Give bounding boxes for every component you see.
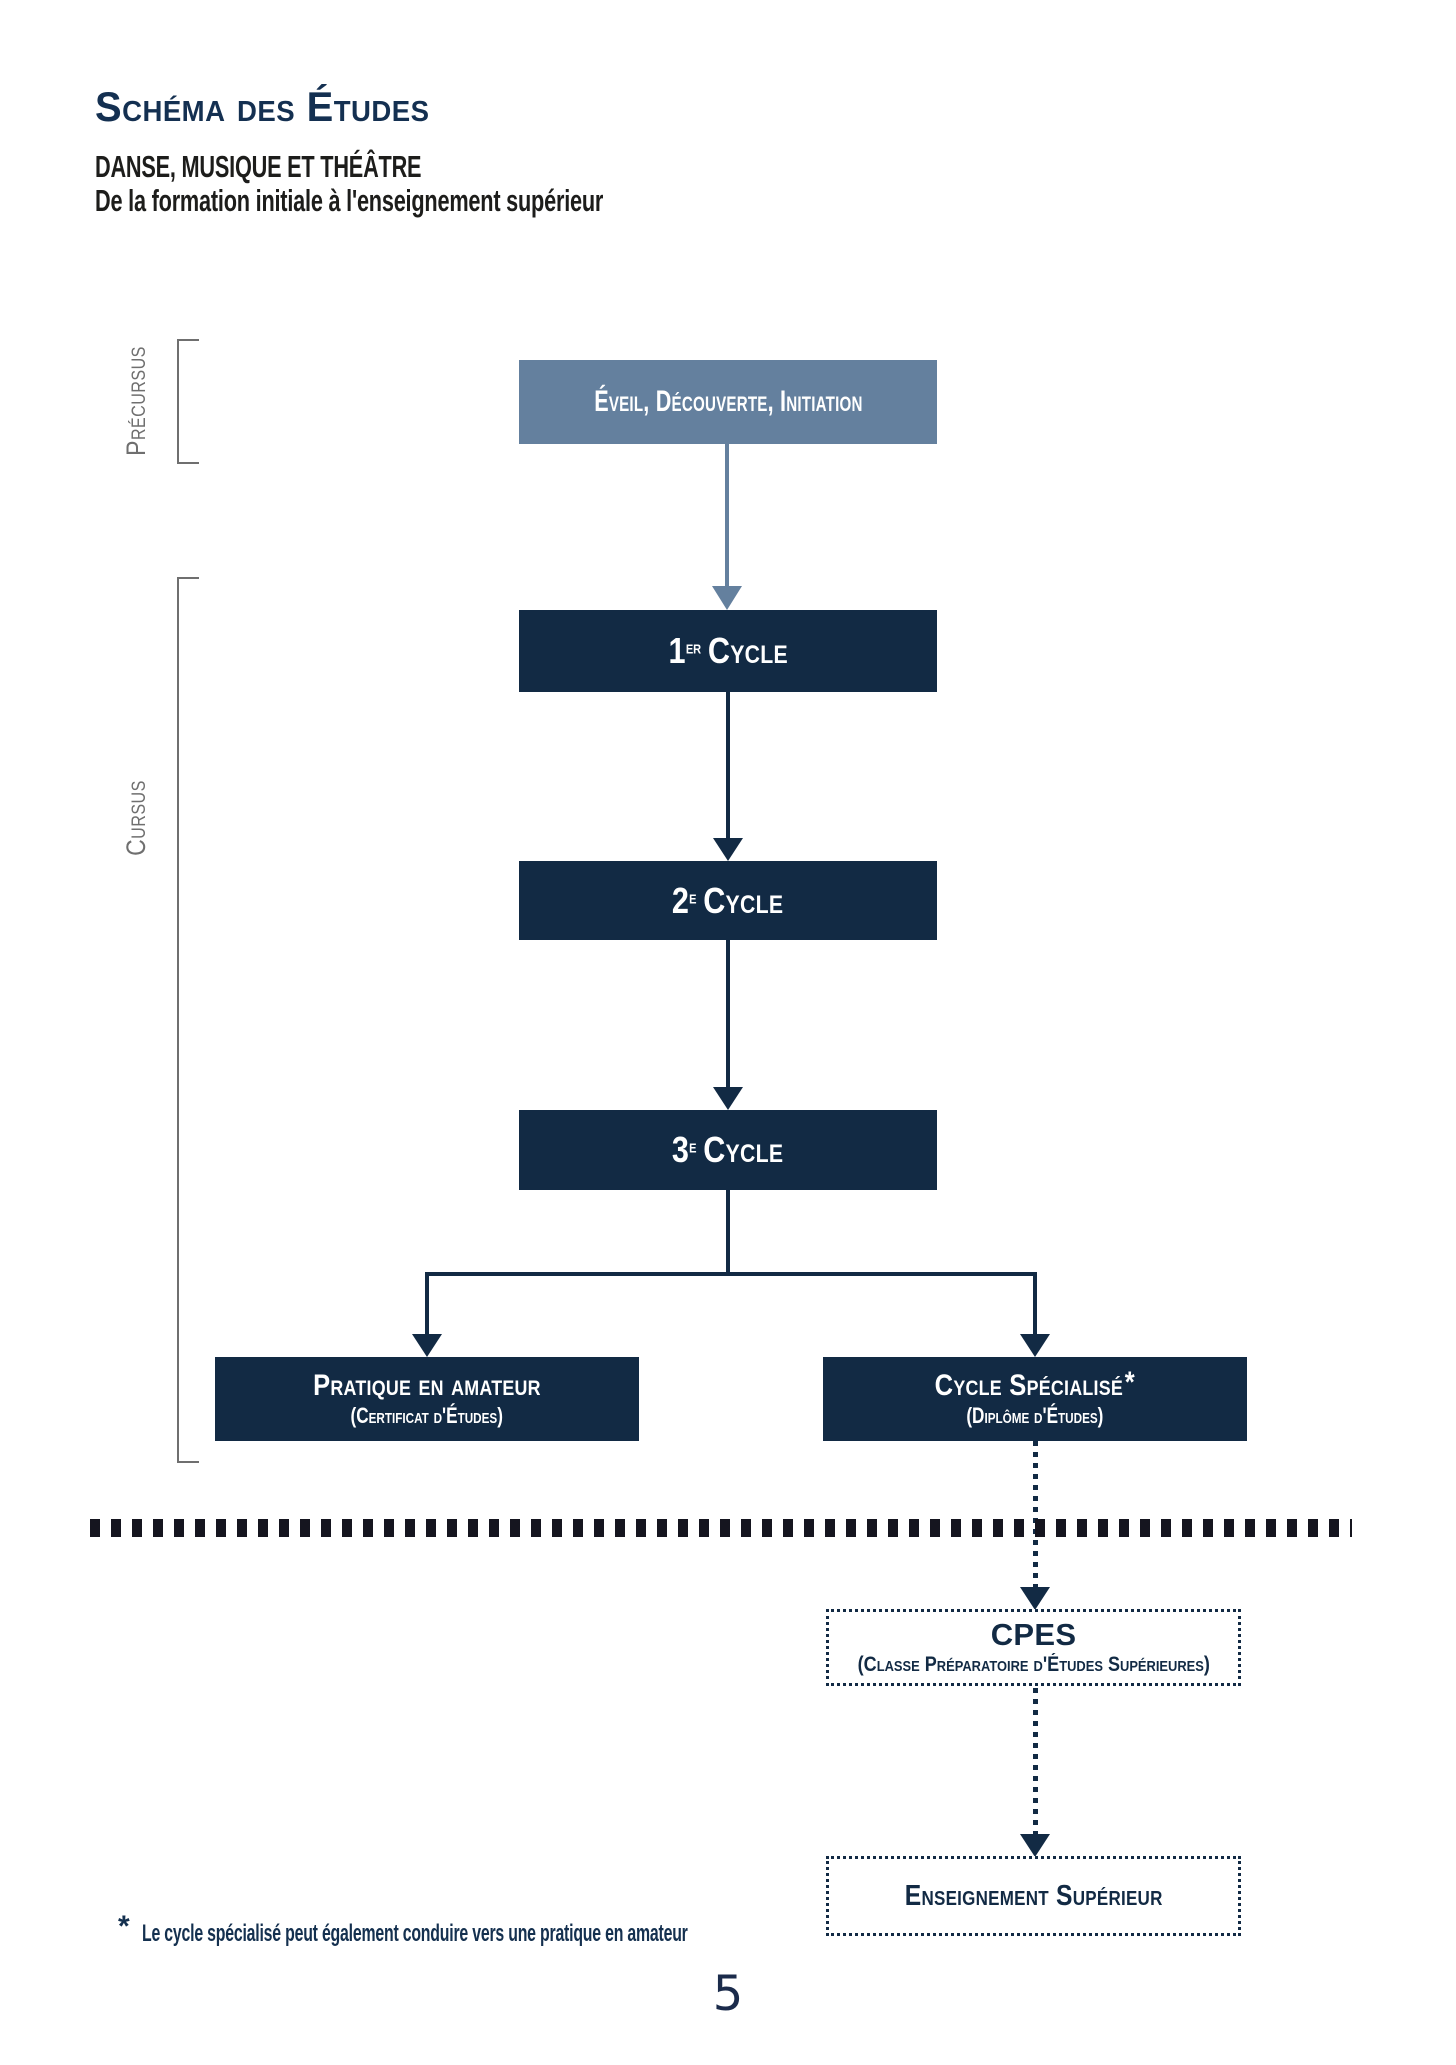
cycle2-ordinal: e xyxy=(689,886,697,908)
branch-right-drop xyxy=(1033,1274,1037,1334)
cycle1-num: 1 xyxy=(668,630,686,672)
cycle2-box: 2e Cycle xyxy=(519,861,937,940)
eveil-label: Éveil, Découverte, Initiation xyxy=(593,385,863,419)
eveil-box: Éveil, Découverte, Initiation xyxy=(519,360,937,444)
amateur-label: Pratique en amateur xyxy=(313,1369,541,1403)
specialise-asterisk: * xyxy=(1124,1365,1136,1399)
cycle3-ordinal: e xyxy=(689,1135,697,1157)
precursus-label: Précursus xyxy=(120,346,151,456)
superieur-label: Enseignement Supérieur xyxy=(904,1879,1163,1912)
branch-left-arrow-head xyxy=(412,1334,442,1357)
arrow-head xyxy=(713,1087,743,1110)
cycle3-word: Cycle xyxy=(703,1129,784,1171)
cursus-bracket-line xyxy=(177,577,179,1463)
footnote-text: Le cycle spécialisé peut également condu… xyxy=(141,1920,688,1947)
arrow-head xyxy=(713,838,743,861)
amateur-box: Pratique en amateur (Certificat d'Études… xyxy=(215,1357,639,1441)
arrow-line xyxy=(726,692,730,838)
cycle1-word: Cycle xyxy=(707,630,788,672)
cursus-bracket-tick-bottom xyxy=(177,1461,199,1463)
cursus-superieur-separator xyxy=(90,1519,1352,1537)
branch-horizontal-line xyxy=(425,1272,1037,1276)
arrow-head xyxy=(1020,1587,1050,1610)
cpes-sublabel: (Classe Préparatoire d'Études Supérieure… xyxy=(857,1653,1210,1677)
arrow-line xyxy=(726,940,730,1087)
cursus-label: Cursus xyxy=(120,780,151,856)
cycle1-ordinal: er xyxy=(685,636,701,658)
cycle3-box: 3e Cycle xyxy=(519,1110,937,1190)
footnote-marker: * xyxy=(118,1910,130,1943)
footnote: * Le cycle spécialisé peut également con… xyxy=(118,1912,968,1948)
specialise-sublabel: (Diplôme d'Études) xyxy=(966,1402,1104,1428)
dotted-line xyxy=(1033,1441,1038,1591)
cycle1-box: 1er Cycle xyxy=(519,610,937,692)
cpes-label: CPES xyxy=(990,1616,1077,1652)
arrow-head xyxy=(1020,1834,1050,1857)
specialise-label-text: Cycle Spécialisé xyxy=(934,1369,1124,1403)
branch-left-drop xyxy=(425,1274,429,1334)
cycle3-label: 3e Cycle xyxy=(672,1131,783,1169)
precursus-bracket-tick-top xyxy=(177,339,199,341)
precursus-bracket-tick-bottom xyxy=(177,462,199,464)
cycle3-num: 3 xyxy=(672,1129,690,1171)
subtitle-line-2: De la formation initiale à l'enseignemen… xyxy=(95,183,604,218)
cycle2-label: 2e Cycle xyxy=(672,879,784,921)
amateur-sublabel: (Certificat d'Études) xyxy=(350,1402,504,1428)
dotted-line xyxy=(1033,1688,1038,1836)
subtitle-line-1: DANSE, MUSIQUE ET THÉÂTRE xyxy=(95,149,422,184)
branch-stub xyxy=(726,1190,730,1274)
specialise-label: Cycle Spécialisé* xyxy=(934,1366,1135,1403)
cycle2-word: Cycle xyxy=(703,879,784,921)
cursus-bracket-tick-top xyxy=(177,577,199,579)
arrow-line xyxy=(725,444,729,586)
arrow-head xyxy=(712,586,742,610)
page-number: 5 xyxy=(712,1966,744,2022)
page-title: Schéma des Études xyxy=(95,83,430,130)
cycle2-num: 2 xyxy=(672,879,690,921)
cpes-box: CPES (Classe Préparatoire d'Études Supér… xyxy=(826,1609,1241,1686)
superieur-box: Enseignement Supérieur xyxy=(826,1856,1241,1936)
cycle1-label: 1er Cycle xyxy=(668,632,787,670)
precursus-bracket-line xyxy=(177,339,179,464)
specialise-box: Cycle Spécialisé* (Diplôme d'Études) xyxy=(823,1357,1247,1441)
branch-right-arrow-head xyxy=(1020,1334,1050,1357)
